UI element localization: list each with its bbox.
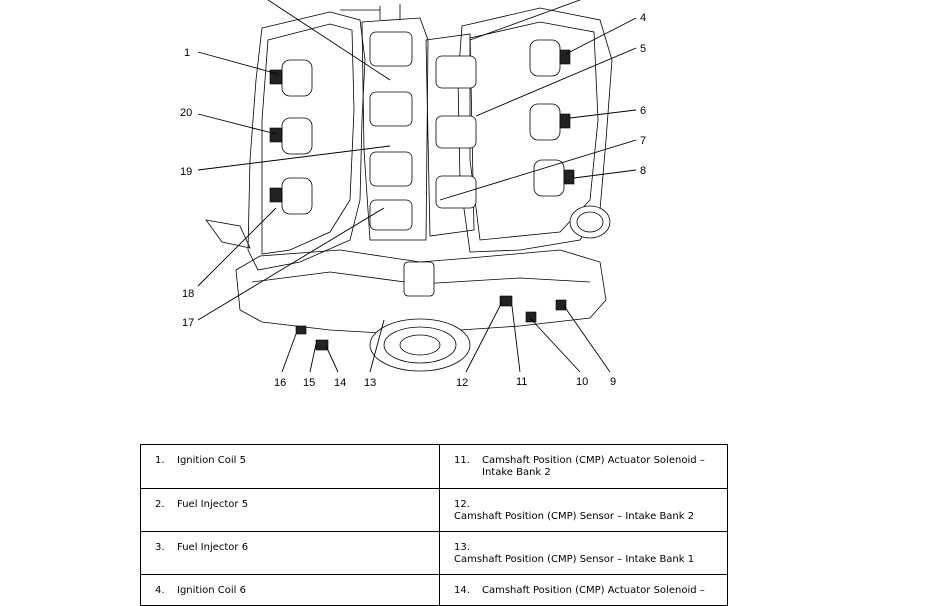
legend-cell: 12.Camshaft Position (CMP) Sensor – Inta… bbox=[439, 488, 728, 532]
legend-number: 11. bbox=[454, 455, 470, 466]
legend-cell: 14. Camshaft Position (CMP) Actuator Sole… bbox=[439, 574, 728, 606]
legend-number: 4. bbox=[155, 585, 165, 596]
legend-cell: 4. Ignition Coil 6 bbox=[140, 574, 440, 606]
legend-cell: 1. Ignition Coil 5 bbox=[140, 444, 440, 489]
callout-1: 1 bbox=[184, 47, 190, 59]
callout-10: 10 bbox=[576, 376, 588, 388]
legend-label: Ignition Coil 5 bbox=[177, 455, 246, 466]
leader-lines bbox=[197, 0, 637, 373]
legend-label: Camshaft Position (CMP) Sensor – Intake … bbox=[454, 511, 695, 522]
callout-12: 12 bbox=[456, 377, 468, 389]
legend-label: Fuel Injector 5 bbox=[177, 499, 249, 510]
component-legend-table: 1. Ignition Coil 5 11. Camshaft Position (… bbox=[140, 444, 728, 606]
callout-15: 15 bbox=[303, 377, 315, 389]
legend-number: 13. bbox=[454, 542, 470, 553]
legend-number: 3. bbox=[155, 542, 165, 553]
legend-label: Camshaft Position (CMP) Actuator Solenoi… bbox=[482, 455, 705, 478]
legend-cell: 2. Fuel Injector 5 bbox=[140, 488, 440, 532]
table-row: 4. Ignition Coil 6 14. Camshaft Position (… bbox=[140, 574, 728, 606]
callout-11: 11 bbox=[516, 376, 527, 388]
legend-number: 1. bbox=[155, 455, 165, 466]
callout-20: 20 bbox=[180, 107, 192, 119]
legend-cell: 3. Fuel Injector 6 bbox=[140, 531, 440, 575]
callout-14: 14 bbox=[334, 377, 346, 389]
legend-label: Camshaft Position (CMP) Actuator Solenoi… bbox=[482, 585, 705, 596]
callout-7: 7 bbox=[640, 135, 646, 147]
callout-4: 4 bbox=[640, 12, 646, 24]
legend-cell: 11. Camshaft Position (CMP) Actuator Sole… bbox=[439, 444, 728, 489]
callout-13: 13 bbox=[364, 377, 376, 389]
callout-8: 8 bbox=[640, 165, 646, 177]
table-row: 3. Fuel Injector 6 13.Camshaft Position (… bbox=[140, 531, 728, 575]
engine-illustration bbox=[205, 4, 613, 372]
callout-labels: 1 20 19 18 17 16 15 14 13 12 11 10 9 8 7… bbox=[180, 12, 646, 389]
legend-number: 12. bbox=[454, 499, 470, 510]
legend-number: 14. bbox=[454, 585, 470, 596]
legend-cell: 13.Camshaft Position (CMP) Sensor – Inta… bbox=[439, 531, 728, 575]
callout-5: 5 bbox=[640, 43, 646, 55]
legend-number: 2. bbox=[155, 499, 165, 510]
legend-label: Fuel Injector 6 bbox=[177, 542, 249, 553]
table-row: 2. Fuel Injector 5 12.Camshaft Position (… bbox=[140, 488, 728, 532]
callout-6: 6 bbox=[640, 105, 646, 117]
callout-19: 19 bbox=[180, 166, 192, 178]
callout-9: 9 bbox=[610, 376, 616, 388]
callout-17: 17 bbox=[182, 317, 194, 329]
table-row: 1. Ignition Coil 5 11. Camshaft Position (… bbox=[140, 444, 728, 489]
engine-component-diagram: 1 20 19 18 17 16 15 14 13 12 11 10 9 8 7… bbox=[180, 0, 646, 389]
legend-label: Camshaft Position (CMP) Sensor – Intake … bbox=[454, 554, 695, 565]
legend-label: Ignition Coil 6 bbox=[177, 585, 246, 596]
callout-18: 18 bbox=[182, 288, 194, 300]
callout-16: 16 bbox=[274, 377, 286, 389]
